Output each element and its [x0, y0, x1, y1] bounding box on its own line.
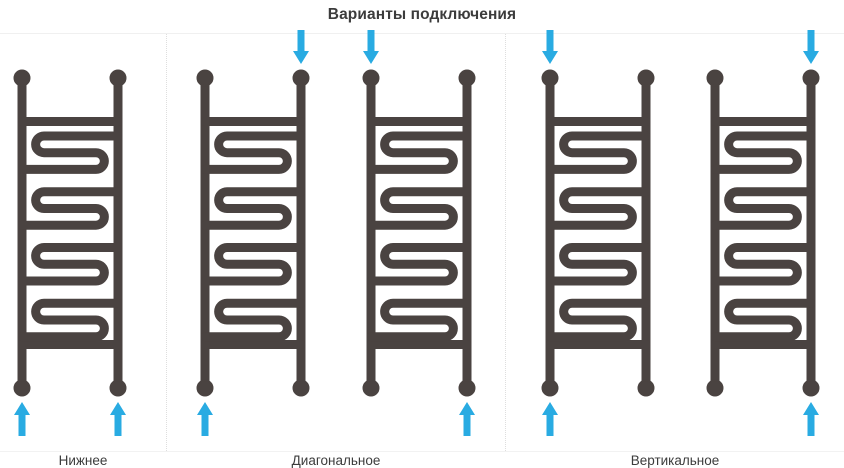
- radiator-vertical-1: [536, 30, 660, 436]
- page-title: Варианты подключения: [327, 6, 517, 23]
- radiator-diagonal-2: [357, 30, 481, 436]
- panel-bottom: Нижнее: [0, 34, 166, 468]
- panel-label-diagonal: Диагональное: [291, 453, 381, 468]
- panel-divider-1: [166, 34, 167, 451]
- radiator-vertical-2: [701, 30, 825, 436]
- panel-label-vertical: Вертикальное: [630, 453, 720, 468]
- panel-diagonal: Диагональное: [167, 30, 505, 468]
- panel-label-bottom: Нижнее: [58, 453, 108, 468]
- radiator-bottom-1: [8, 58, 132, 436]
- radiator-diagonal-1: [191, 30, 315, 436]
- bottom-rule: [0, 451, 844, 452]
- top-rule: [0, 33, 844, 34]
- panel-vertical: Вертикальное: [506, 30, 844, 468]
- panel-divider-2: [505, 34, 506, 451]
